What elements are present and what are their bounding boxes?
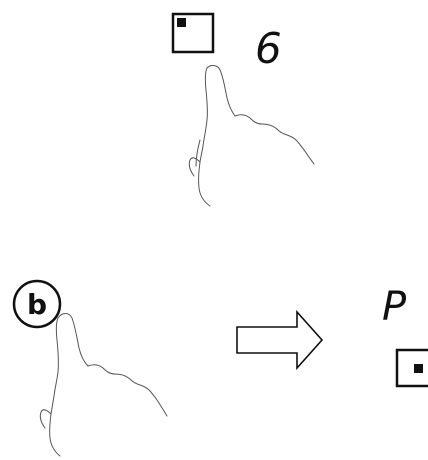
right-arrow-icon xyxy=(237,312,322,368)
b-button[interactable]: b xyxy=(13,280,61,328)
display-digit: 6 xyxy=(255,28,282,70)
pointing-hand-icon xyxy=(189,66,314,206)
pointing-hand-icon-bottom xyxy=(40,314,167,457)
b-button-label: b xyxy=(13,280,61,328)
square-button-icon[interactable] xyxy=(173,14,213,52)
display-letter: P xyxy=(382,287,406,327)
square-button-icon-bottom[interactable] xyxy=(397,350,428,386)
